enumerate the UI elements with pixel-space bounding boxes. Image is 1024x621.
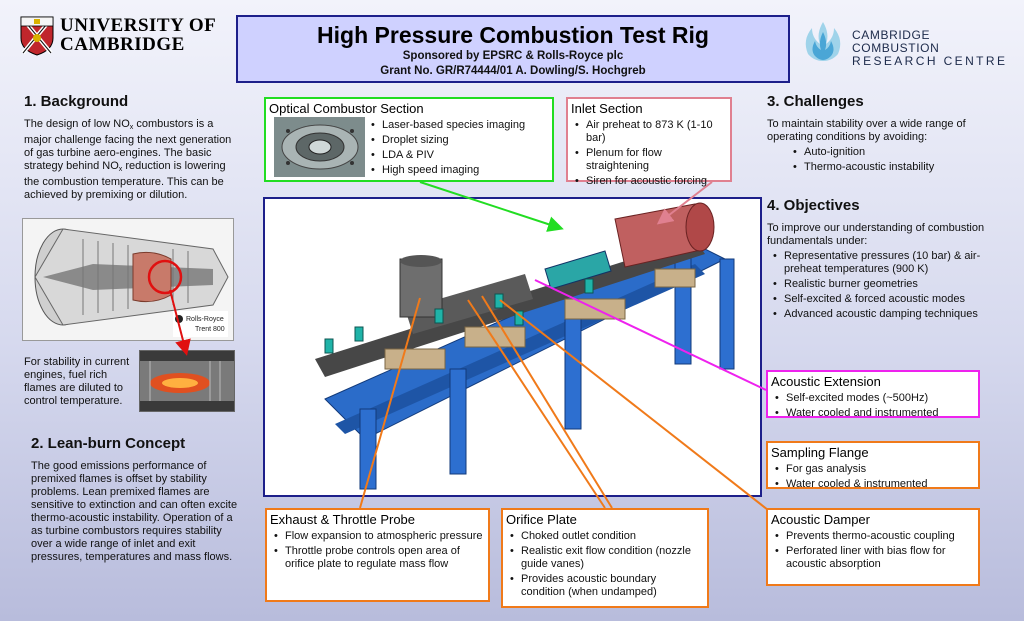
objective-item: Self-excited & forced acoustic modes (772, 293, 1008, 306)
leanburn-heading: 2. Lean-burn Concept (31, 435, 186, 452)
objectives-text: To improve our understanding of combusti… (767, 222, 985, 247)
acoustic-damper-callout: Acoustic Damper Prevents thermo-acoustic… (766, 508, 980, 586)
challenges-text: To maintain stability over a wide range … (767, 118, 966, 143)
combustor-photo-icon (140, 351, 234, 411)
orifice-plate-callout: Orifice Plate Choked outlet condition Re… (501, 508, 709, 608)
background-text-1: The design of low NO (24, 118, 130, 130)
inlet-item: Plenum for flow straightening (574, 147, 726, 173)
background-text-3: reduction is lowering the combustion tem… (24, 160, 226, 201)
objectives-list: Representative pressures (10 bar) & air-… (772, 250, 1008, 323)
engine-model-label: Trent 800 (195, 326, 225, 333)
orifice-item: Realistic exit flow condition (nozzle gu… (509, 545, 703, 571)
optical-item: High speed imaging (370, 164, 525, 177)
combustor-flame-image (139, 350, 235, 412)
university-name: UNIVERSITY OF CAMBRIDGE (60, 16, 216, 54)
flame-logo-icon (805, 22, 841, 61)
background-text: The design of low NOx combustors is a ma… (24, 118, 238, 202)
optical-item: Laser-based species imaging (370, 119, 525, 132)
optical-combustor-photo-icon (274, 117, 365, 177)
stability-note: For stability in current engines, fuel r… (24, 356, 130, 407)
inlet-item: Siren for acoustic forcing (574, 175, 726, 188)
acoustic-damper-list: Prevents thermo-acoustic coupling Perfor… (768, 527, 978, 571)
acoustic-extension-item: Water cooled and instrumented (774, 407, 974, 420)
background-heading: 1. Background (24, 93, 129, 110)
challenges-heading: 3. Challenges (767, 93, 864, 110)
orifice-item: Choked outlet condition (509, 530, 703, 543)
engine-brand-label: Rolls-Royce (186, 316, 224, 323)
engine-cutaway-image: Rolls-Royce Trent 800 (22, 218, 234, 341)
optical-section-title: Optical Combustor Section (269, 101, 424, 116)
exhaust-item: Flow expansion to atmospheric pressure (273, 530, 484, 543)
optical-section-list: Laser-based species imaging Droplet sizi… (370, 119, 525, 179)
ccrc-line2: RESEARCH CENTRE (852, 54, 1008, 68)
acoustic-extension-callout: Acoustic Extension Self-excited modes (~… (766, 370, 980, 420)
orifice-plate-list: Choked outlet condition Realistic exit f… (503, 527, 707, 599)
inlet-section-list: Air preheat to 873 K (1-10 bar) Plenum f… (568, 116, 730, 188)
optical-item: LDA & PIV (370, 149, 525, 162)
exhaust-probe-list: Flow expansion to atmospheric pressure T… (267, 527, 488, 571)
acoustic-damper-title: Acoustic Damper (771, 512, 870, 527)
exhaust-probe-title: Exhaust & Throttle Probe (270, 512, 416, 527)
inlet-section-callout: Inlet Section Air preheat to 873 K (1-10… (566, 97, 732, 188)
inlet-section-title: Inlet Section (571, 101, 643, 116)
objective-item: Representative pressures (10 bar) & air-… (772, 250, 1008, 276)
sampling-flange-list: For gas analysis Water cooled & instrume… (768, 460, 978, 491)
damper-item: Prevents thermo-acoustic coupling (774, 530, 974, 543)
sponsor-line: Sponsored by EPSRC & Rolls-Royce plc (402, 50, 624, 62)
acoustic-extension-title: Acoustic Extension (771, 374, 881, 389)
sampling-item: Water cooled & instrumented (774, 478, 974, 491)
exhaust-item: Throttle probe controls open area of ori… (273, 545, 484, 571)
objectives-heading: 4. Objectives (767, 197, 860, 214)
title-box: High Pressure Combustion Test Rig Sponso… (236, 15, 790, 83)
engine-illustration-icon: Rolls-Royce Trent 800 (23, 219, 233, 340)
background-text-2: combustors is a major challenge facing t… (24, 118, 232, 172)
test-rig-image (263, 197, 762, 497)
university-line2: CAMBRIDGE (60, 34, 185, 55)
damper-item: Perforated liner with bias flow for acou… (774, 545, 974, 571)
inlet-item: Air preheat to 873 K (1-10 bar) (574, 119, 726, 145)
leanburn-text: The good emissions performance of premix… (31, 460, 238, 563)
acoustic-extension-list: Self-excited modes (~500Hz) Water cooled… (768, 389, 978, 420)
optical-item: Droplet sizing (370, 134, 525, 147)
nox-subscript-2: x (118, 166, 123, 173)
orifice-item: Provides acoustic boundary condition (wh… (509, 573, 703, 599)
sampling-flange-callout: Sampling Flange For gas analysis Water c… (766, 441, 980, 491)
ccrc-logo: CAMBRIDGE COMBUSTION RESEARCH CENTRE (800, 20, 1010, 68)
challenge-item: Thermo-acoustic instability (792, 161, 934, 174)
university-logo: UNIVERSITY OF CAMBRIDGE (20, 14, 220, 60)
university-line1: UNIVERSITY OF (60, 15, 217, 36)
challenge-item: Auto-ignition (792, 146, 934, 159)
grant-line: Grant No. GR/R74444/01 A. Dowling/S. Hoc… (380, 65, 646, 77)
optical-section-callout: Optical Combustor Section Laser-based sp… (264, 97, 554, 182)
orifice-plate-title: Orifice Plate (506, 512, 577, 527)
acoustic-extension-item: Self-excited modes (~500Hz) (774, 392, 974, 405)
objective-item: Realistic burner geometries (772, 278, 1008, 291)
ccrc-line1: CAMBRIDGE COMBUSTION (852, 28, 940, 55)
ccrc-name: CAMBRIDGE COMBUSTION RESEARCH CENTRE (852, 29, 1010, 68)
page-title: High Pressure Combustion Test Rig (317, 22, 709, 48)
sampling-flange-title: Sampling Flange (771, 445, 869, 460)
nox-subscript-1: x (129, 124, 134, 131)
cambridge-shield-icon (20, 16, 54, 56)
exhaust-probe-callout: Exhaust & Throttle Probe Flow expansion … (265, 508, 490, 602)
optical-combustor-image (274, 117, 365, 177)
sampling-item: For gas analysis (774, 463, 974, 476)
challenges-list: Auto-ignition Thermo-acoustic instabilit… (792, 146, 934, 176)
objective-item: Advanced acoustic damping techniques (772, 308, 1008, 321)
test-rig-illustration-icon (265, 199, 760, 495)
